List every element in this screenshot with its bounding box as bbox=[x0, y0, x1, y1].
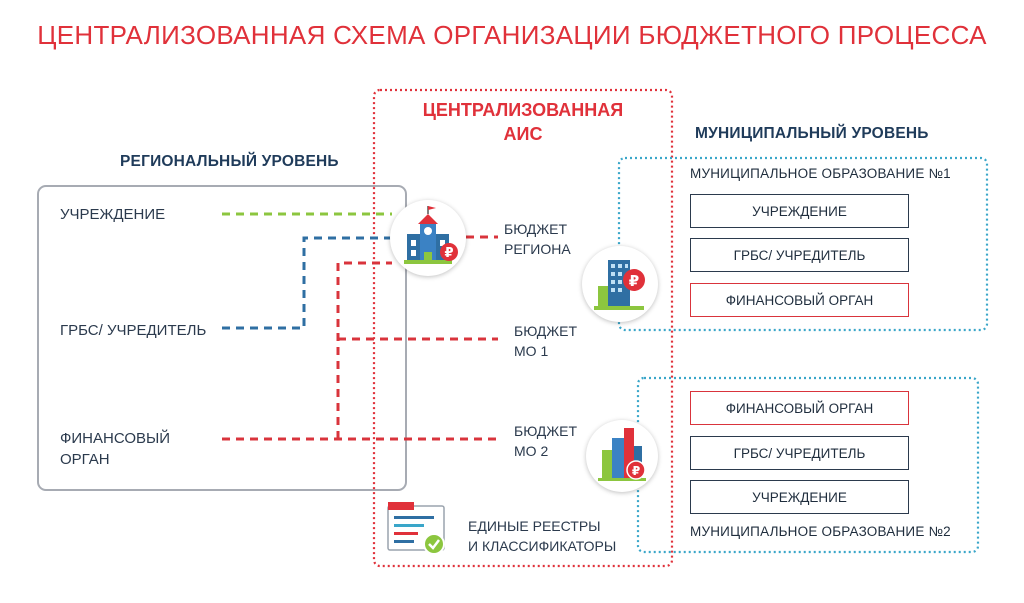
budget-mo1-label: БЮДЖЕТ МО 1 bbox=[514, 321, 577, 361]
registries-label: ЕДИНЫЕ РЕЕСТРЫ И КЛАССИФИКАТОРЫ bbox=[468, 516, 616, 556]
budget-mo1-line2: МО 1 bbox=[514, 343, 549, 359]
budget-region-line2: РЕГИОНА bbox=[504, 241, 571, 257]
mo1-title: МУНИЦИПАЛЬНОЕ ОБРАЗОВАНИЕ №1 bbox=[690, 166, 951, 181]
ais-frame bbox=[372, 88, 674, 568]
budget-mo2-line1: БЮДЖЕТ bbox=[514, 423, 578, 439]
ais-title-line1: ЦЕНТРАЛИЗОВАННАЯ bbox=[422, 100, 624, 120]
page-title: ЦЕНТРАЛИЗОВАННАЯ СХЕМА ОРГАНИЗАЦИИ БЮДЖЕ… bbox=[37, 20, 987, 50]
svg-text:₽: ₽ bbox=[632, 464, 640, 478]
mo1-building-icon: ₽ bbox=[582, 246, 658, 322]
regional-level-header: РЕГИОНАЛЬНЫЙ УРОВЕНЬ bbox=[120, 153, 339, 170]
ais-title: ЦЕНТРАЛИЗОВАННАЯ АИС bbox=[374, 98, 672, 146]
mo2-city-icon: ₽ bbox=[586, 420, 658, 492]
mo1-frame bbox=[617, 156, 989, 332]
registries-line1: ЕДИНЫЕ РЕЕСТРЫ bbox=[468, 518, 601, 534]
municipal-level-header: МУНИЦИПАЛЬНЫЙ УРОВЕНЬ bbox=[695, 125, 929, 142]
mo1-finance-box: ФИНАНСОВЫЙ ОРГАН bbox=[690, 283, 909, 317]
regional-frame bbox=[37, 185, 407, 491]
ais-title-line2: АИС bbox=[503, 124, 543, 144]
regional-finance-label: ФИНАНСОВЫЙ ОРГАН bbox=[60, 430, 171, 468]
budget-mo2-line2: МО 2 bbox=[514, 443, 549, 459]
budget-mo1-line1: БЮДЖЕТ bbox=[514, 323, 578, 339]
mo1-grbs-box: ГРБС/ УЧРЕДИТЕЛЬ bbox=[690, 238, 909, 272]
budget-mo2-label: БЮДЖЕТ МО 2 bbox=[514, 421, 577, 461]
mo1-institution-box: УЧРЕЖДЕНИЕ bbox=[690, 194, 909, 228]
mo2-finance-box: ФИНАНСОВЫЙ ОРГАН bbox=[690, 391, 909, 425]
finance-vertical bbox=[336, 261, 392, 439]
regional-grbs-label: ГРБС/ УЧРЕДИТЕЛЬ bbox=[60, 322, 207, 339]
mo2-title: МУНИЦИПАЛЬНОЕ ОБРАЗОВАНИЕ №2 bbox=[690, 524, 951, 539]
regional-building-icon: ₽ bbox=[390, 200, 466, 276]
registry-document-icon bbox=[382, 496, 454, 558]
mo2-institution-box: УЧРЕЖДЕНИЕ bbox=[690, 480, 909, 514]
registries-line2: И КЛАССИФИКАТОРЫ bbox=[468, 538, 617, 554]
regional-institution-label: УЧРЕЖДЕНИЕ bbox=[60, 206, 166, 223]
svg-text:₽: ₽ bbox=[629, 272, 639, 290]
budget-region-line1: БЮДЖЕТ bbox=[504, 221, 568, 237]
grbs-line bbox=[222, 236, 392, 330]
budget-region-label: БЮДЖЕТ РЕГИОНА bbox=[504, 219, 571, 259]
mo2-grbs-box: ГРБС/ УЧРЕДИТЕЛЬ bbox=[690, 436, 909, 470]
svg-text:₽: ₽ bbox=[444, 246, 453, 261]
